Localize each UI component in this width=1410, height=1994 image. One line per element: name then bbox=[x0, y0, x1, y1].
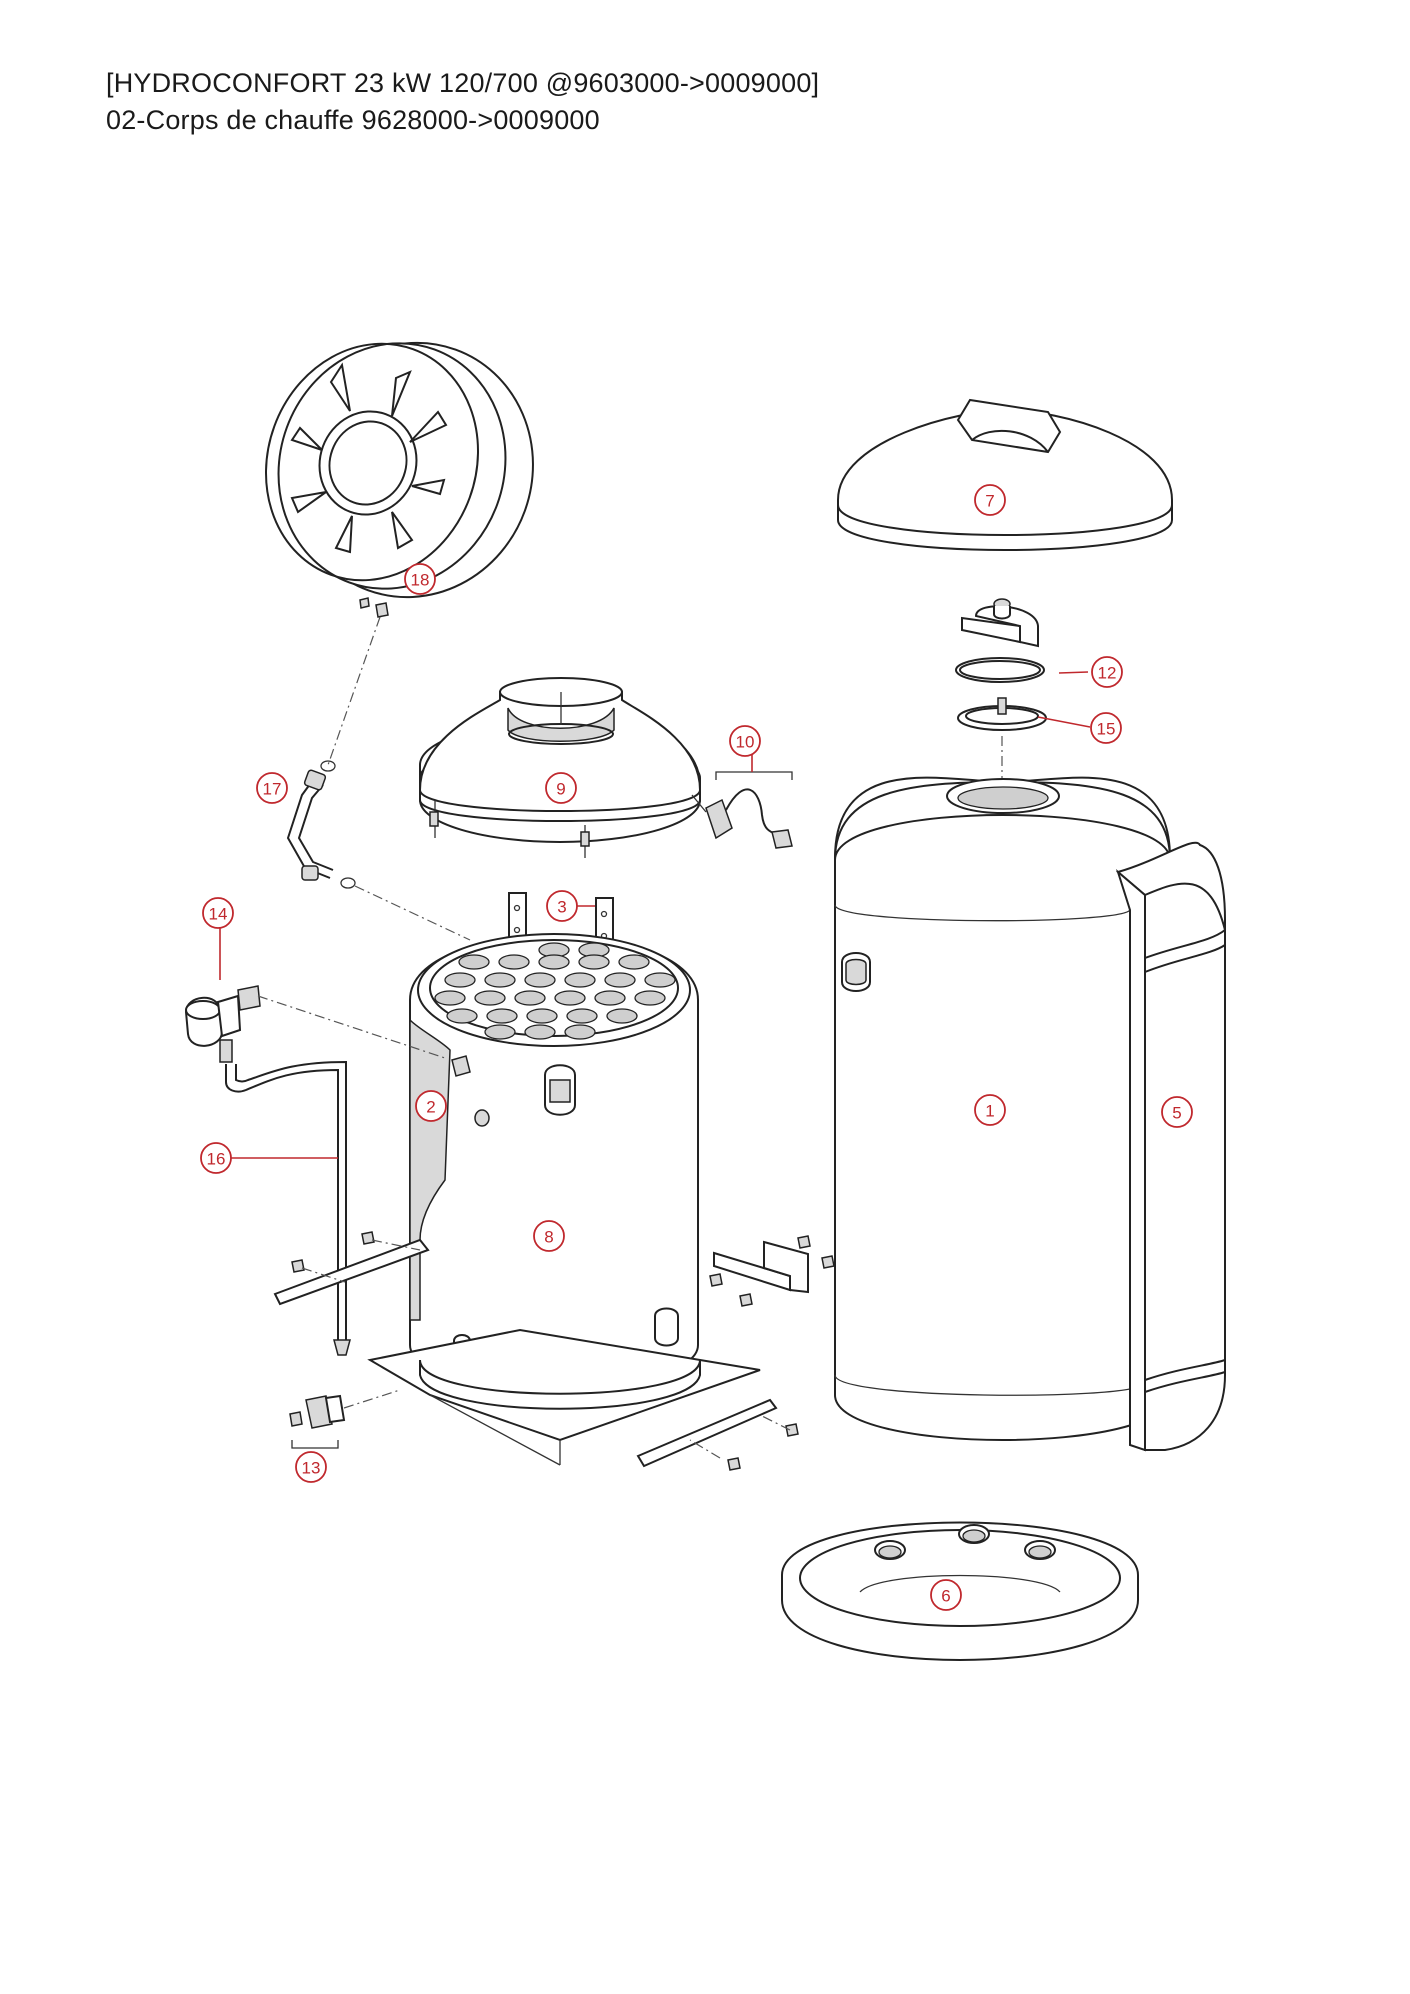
flue-tube bbox=[564, 1024, 596, 1040]
part-valve-14 bbox=[184, 985, 261, 1063]
flue-tube bbox=[484, 972, 516, 988]
callout-label: 6 bbox=[941, 1587, 950, 1606]
callout-6: 6 bbox=[930, 1579, 962, 1611]
callout-18: 18 bbox=[404, 563, 436, 595]
part-insulation-jacket bbox=[1115, 841, 1226, 1452]
flue-tube bbox=[564, 972, 596, 988]
callout-14: 14 bbox=[202, 897, 234, 929]
callout-label: 16 bbox=[207, 1150, 226, 1169]
part-fitting-13 bbox=[289, 1394, 346, 1449]
callout-label: 8 bbox=[544, 1228, 553, 1247]
flue-tube bbox=[594, 990, 626, 1006]
page-subtitle: 02-Corps de chauffe 9628000->0009000 bbox=[106, 105, 600, 135]
callout-2: 2 bbox=[415, 1090, 447, 1122]
callout-5: 5 bbox=[1161, 1096, 1193, 1128]
flue-tube bbox=[578, 954, 610, 970]
part-clamp-ring-12 bbox=[955, 598, 1045, 683]
flue-tube bbox=[538, 954, 570, 970]
flue-tube bbox=[644, 972, 676, 988]
callout-label: 18 bbox=[411, 571, 430, 590]
flue-tube bbox=[524, 1024, 556, 1040]
callout-label: 12 bbox=[1098, 664, 1117, 683]
part-expansion-vessel bbox=[265, 341, 534, 618]
part-pipe-17 bbox=[286, 769, 356, 889]
flue-tube bbox=[606, 1008, 638, 1024]
callout-label: 5 bbox=[1172, 1104, 1181, 1123]
flue-tube bbox=[474, 990, 506, 1006]
callout-15: 15 bbox=[1090, 712, 1122, 744]
flue-tube-array bbox=[434, 942, 676, 1040]
callout-10: 10 bbox=[729, 725, 761, 757]
callout-label: 3 bbox=[557, 898, 566, 917]
flue-tube bbox=[604, 972, 636, 988]
part-sensor-10 bbox=[691, 771, 793, 849]
callout-17: 17 bbox=[256, 772, 288, 804]
flue-tube bbox=[434, 990, 466, 1006]
flue-tube bbox=[634, 990, 666, 1006]
part-plate-15 bbox=[957, 697, 1047, 731]
flue-tube bbox=[486, 1008, 518, 1024]
callout-9: 9 bbox=[545, 772, 577, 804]
flue-tube bbox=[484, 1024, 516, 1040]
callout-12: 12 bbox=[1091, 656, 1123, 688]
part-flue-hood bbox=[418, 677, 702, 858]
callout-label: 1 bbox=[985, 1102, 994, 1121]
callout-label: 15 bbox=[1097, 720, 1116, 739]
flue-tube bbox=[444, 972, 476, 988]
callout-label: 9 bbox=[556, 780, 565, 799]
flue-tube bbox=[526, 1008, 558, 1024]
part-heat-exchanger-body bbox=[367, 933, 761, 1466]
callout-3: 3 bbox=[546, 890, 578, 922]
part-top-cover bbox=[837, 398, 1173, 551]
page-title: [HYDROCONFORT 23 kW 120/700 @9603000->00… bbox=[106, 68, 820, 98]
flue-tube bbox=[524, 972, 556, 988]
callout-label: 13 bbox=[302, 1459, 321, 1478]
flue-tube bbox=[446, 1008, 478, 1024]
callout-13: 13 bbox=[295, 1451, 327, 1483]
flue-tube bbox=[618, 954, 650, 970]
part-mounting-brackets bbox=[273, 1231, 835, 1471]
flue-tube bbox=[566, 1008, 598, 1024]
callout-1: 1 bbox=[974, 1094, 1006, 1126]
flue-tube bbox=[458, 954, 490, 970]
callout-label: 10 bbox=[736, 733, 755, 752]
callout-16: 16 bbox=[200, 1142, 232, 1174]
callout-label: 7 bbox=[985, 492, 994, 511]
flue-tube bbox=[514, 990, 546, 1006]
flue-tube bbox=[498, 954, 530, 970]
callout-label: 17 bbox=[263, 780, 282, 799]
callout-8: 8 bbox=[533, 1220, 565, 1252]
callout-7: 7 bbox=[974, 484, 1006, 516]
callout-label: 2 bbox=[426, 1098, 435, 1117]
callout-label: 14 bbox=[209, 905, 228, 924]
flue-tube bbox=[554, 990, 586, 1006]
part-pipe-16 bbox=[225, 1060, 351, 1356]
